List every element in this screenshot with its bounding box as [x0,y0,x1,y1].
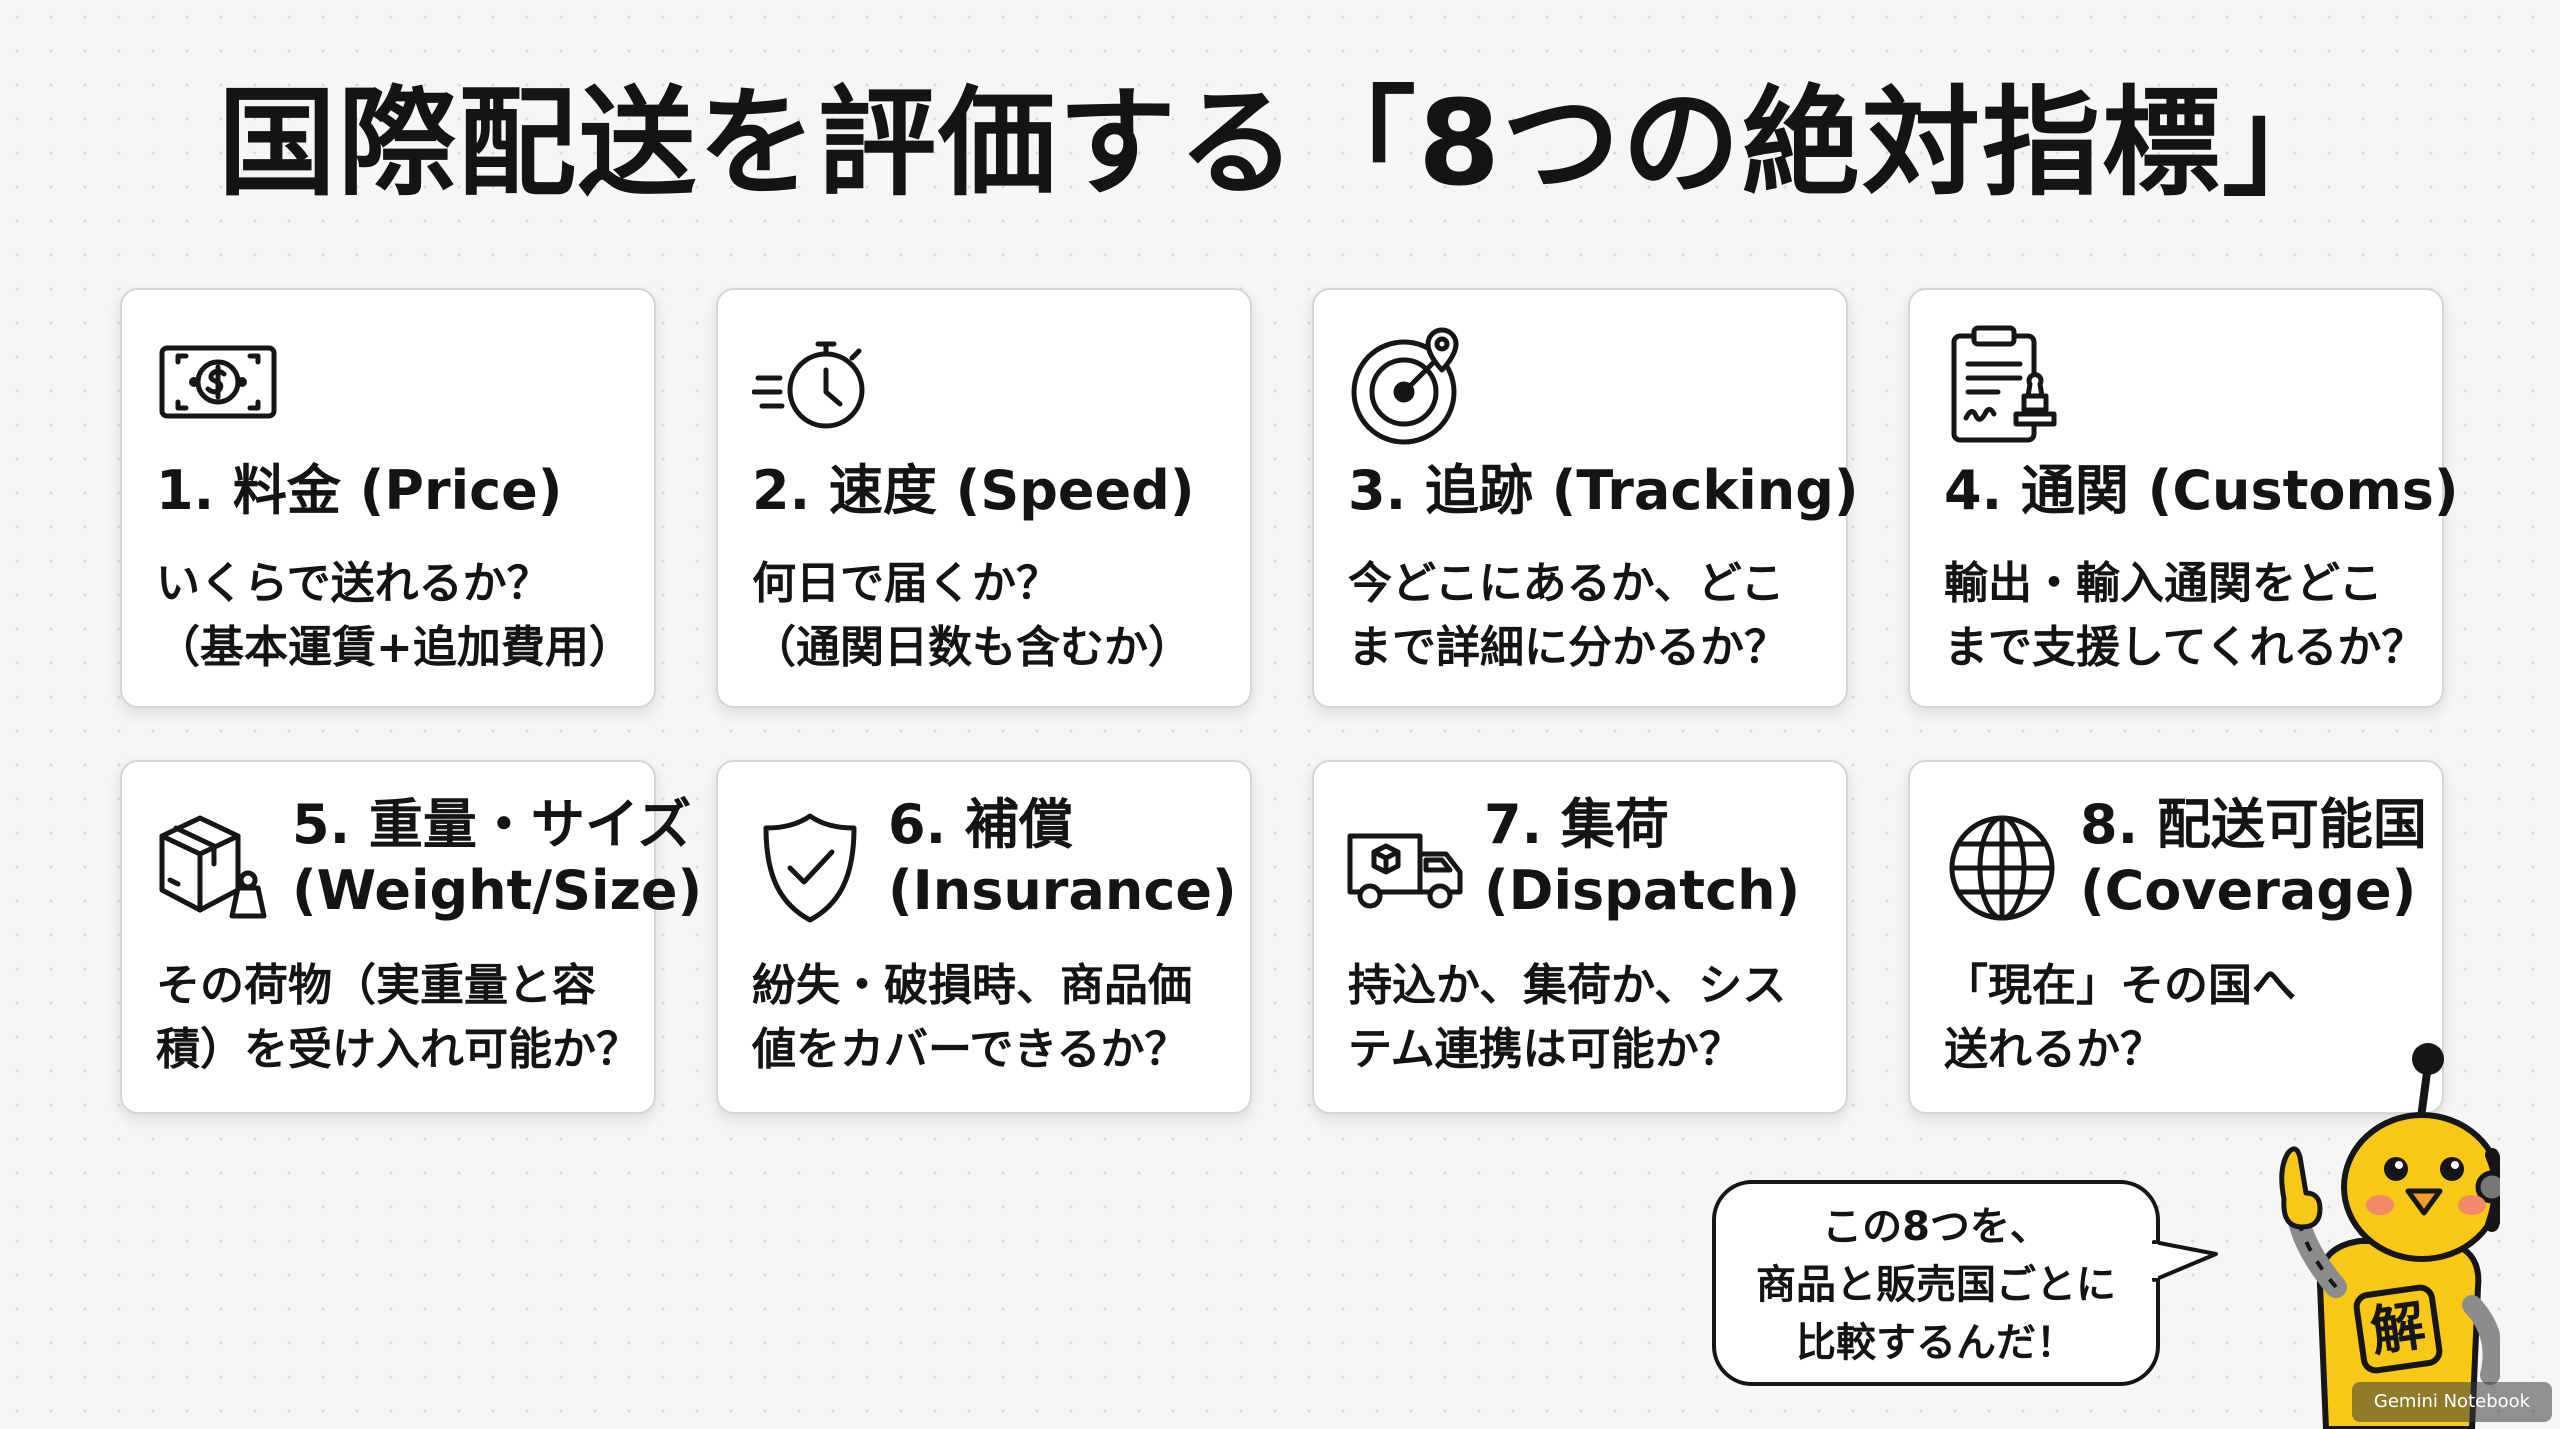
radar-tracking-icon [1348,322,1472,446]
card-description: 今どこにあるか、どこまで詳細に分かるか？ [1348,558,1788,673]
card-heading: 1. 料金 (Price) [156,459,563,522]
criterion-card-price: 1. 料金 (Price) いくらで送れるか？（基本運賃+追加費用） [120,288,656,708]
criterion-card-insurance: 6. 補償(Insurance) 紛失・破損時、商品価値をカバーできるか？ [716,760,1252,1114]
page-title: 国際配送を評価する「8つの絶対指標」 [217,74,2343,212]
card-description: 何日で届くか？（通関日数も含むか） [752,558,1192,673]
card-description: 持込か、集荷か、システム連携は可能か？ [1348,960,1787,1075]
card-heading: 8. 配送可能国(Coverage) [2080,793,2427,922]
robot-chick-mascot-icon: 解 [2279,1043,2500,1429]
card-heading: 3. 追跡 (Tracking) [1348,459,1859,522]
card-description: 「現在」その国へ送れるか？ [1944,960,2296,1075]
svg-text:解: 解 [2367,1294,2429,1364]
stopwatch-icon [752,322,876,446]
card-description: その荷物（実重量と容積）を受け入れ可能か？ [156,960,640,1075]
card-heading: 4. 通関 (Customs) [1944,459,2459,522]
speech-bubble: この8つを、 商品と販売国ごとに 比較するんだ！ [1712,1180,2160,1386]
card-heading: 6. 補償(Insurance) [888,793,1237,922]
criterion-card-tracking: 3. 追跡 (Tracking) 今どこにあるか、どこまで詳細に分かるか？ [1312,288,1859,708]
criterion-card-customs: 4. 通関 (Customs) 輸出・輸入通関をどこまで支援してくれるか？ [1908,288,2459,708]
criterion-card-coverage: 8. 配送可能国(Coverage) 「現在」その国へ送れるか？ [1908,760,2444,1114]
clipboard-stamp-icon [1944,322,2068,446]
card-heading: 5. 重量・サイズ(Weight/Size) [292,793,703,922]
card-heading: 2. 速度 (Speed) [752,459,1195,522]
criterion-card-speed: 2. 速度 (Speed) 何日で届くか？（通関日数も含むか） [716,288,1252,708]
criterion-card-dispatch: 7. 集荷(Dispatch) 持込か、集荷か、システム連携は可能か？ [1312,760,1848,1114]
globe-icon [1940,806,2064,930]
package-weight-icon [152,806,276,930]
shield-check-icon [748,806,872,930]
card-description: いくらで送れるか？（基本運賃+追加費用） [156,558,633,673]
watermark: Gemini Notebook [2352,1382,2552,1422]
money-icon [156,322,280,446]
speech-bubble-tail [2150,1240,2218,1282]
card-heading: 7. 集荷(Dispatch) [1484,793,1801,922]
card-description: 紛失・破損時、商品価値をカバーできるか？ [752,960,1192,1075]
delivery-truck-icon [1344,806,1468,930]
card-description: 輸出・輸入通関をどこまで支援してくれるか？ [1944,558,2426,673]
criterion-card-weight-size: 5. 重量・サイズ(Weight/Size) その荷物（実重量と容積）を受け入れ… [120,760,702,1114]
